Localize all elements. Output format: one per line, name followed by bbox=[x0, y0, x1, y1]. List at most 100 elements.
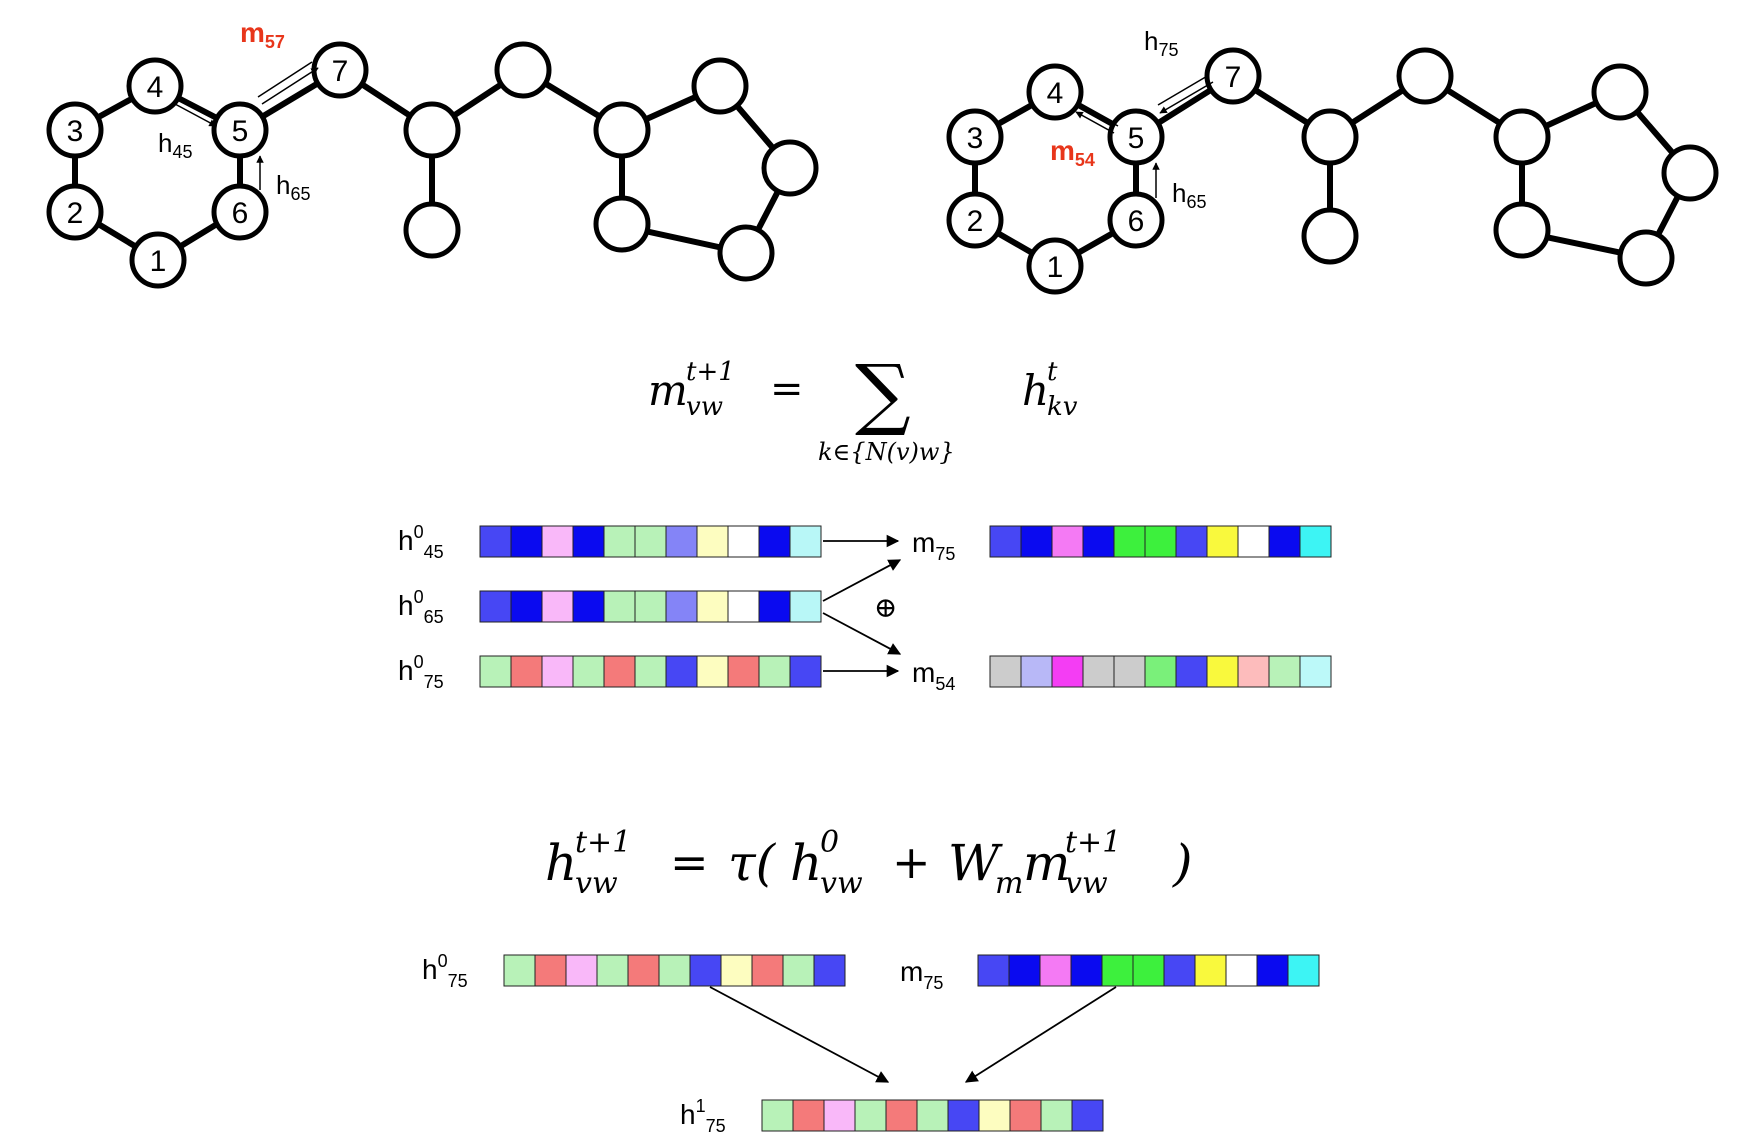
vector-cell bbox=[572, 525, 605, 558]
graph-left-node-7: 7 bbox=[311, 41, 369, 99]
vector-cell bbox=[1206, 525, 1239, 558]
vector-cell bbox=[479, 655, 512, 688]
edge-label-h65: h65 bbox=[276, 170, 311, 204]
eq1-lhs-sub: vw bbox=[686, 392, 723, 422]
eq1-sum-sub: k∈{N(v)w} bbox=[818, 438, 955, 466]
vector-h1-75 bbox=[761, 1099, 1104, 1132]
eq2-close: ) bbox=[1172, 834, 1193, 892]
vector-cell bbox=[1009, 1099, 1042, 1132]
vector-cell bbox=[603, 525, 636, 558]
graph-left-arrow-h45 bbox=[174, 97, 219, 127]
vector-cell bbox=[1040, 1099, 1073, 1132]
vector-cell bbox=[1299, 525, 1332, 558]
vector-cell bbox=[758, 525, 791, 558]
graph-right-node-7: 7 bbox=[1204, 47, 1262, 105]
vector-cell bbox=[854, 1099, 887, 1132]
vector-cell bbox=[789, 590, 822, 623]
arrow-h0-to-h1 bbox=[709, 986, 890, 1083]
vector-cell bbox=[541, 525, 574, 558]
vector-cell bbox=[658, 954, 691, 987]
vector-cell bbox=[1082, 525, 1115, 558]
graph-left-node-h bbox=[717, 224, 775, 282]
graph-right-node-c bbox=[1396, 47, 1454, 105]
vector-cell bbox=[634, 655, 667, 688]
graph-left-node-5: 5 bbox=[211, 101, 269, 159]
graph-left-node-f bbox=[691, 57, 749, 115]
eq2-plus: + bbox=[892, 835, 931, 889]
eq1-rhs-sup: t bbox=[1047, 357, 1058, 387]
node-label: 7 bbox=[332, 55, 349, 88]
graph-right-node-6: 6 bbox=[1107, 191, 1165, 249]
vector-cell bbox=[696, 655, 729, 688]
label-h1-75: h175 bbox=[680, 1096, 726, 1136]
vector-cell bbox=[503, 954, 536, 987]
vector-h0-45 bbox=[479, 525, 822, 558]
eq1-rhs-sub: kv bbox=[1047, 392, 1078, 422]
vector-cell bbox=[727, 525, 760, 558]
vector-cell bbox=[885, 1099, 918, 1132]
vector-cell bbox=[1070, 954, 1103, 987]
eq2-h0-sup: 0 bbox=[820, 825, 839, 860]
eq2-equals: = bbox=[670, 835, 709, 889]
vector-cell bbox=[479, 590, 512, 623]
vector-cell bbox=[596, 954, 629, 987]
oplus-symbol: ⊕ bbox=[874, 591, 897, 624]
vector-cell bbox=[510, 655, 543, 688]
label-h0-75: h075 bbox=[398, 652, 444, 692]
graph-right-node-d bbox=[1493, 108, 1551, 166]
label-h0-45: h045 bbox=[398, 522, 444, 562]
graph-right-node-a bbox=[1301, 108, 1359, 166]
label-m54: m54 bbox=[912, 657, 955, 694]
equation-message: m t+1 vw = ∑ k∈{N(v)w} h t kv bbox=[648, 349, 1078, 466]
vector-cell bbox=[758, 590, 791, 623]
vector-cell bbox=[634, 525, 667, 558]
vector-cell bbox=[1206, 655, 1239, 688]
vector-cell bbox=[813, 954, 846, 987]
vector-cell bbox=[603, 590, 636, 623]
vector-cell bbox=[751, 954, 784, 987]
message-label-m57: m57 bbox=[240, 17, 285, 52]
vectors-block1: h045 h065 h075 m75 m54 ⊕ bbox=[398, 522, 1332, 694]
graph-right-arrow-h75 bbox=[1157, 74, 1214, 114]
node-label: 5 bbox=[232, 115, 249, 148]
vector-cell bbox=[1113, 655, 1146, 688]
vectors-block2: h075 m75 h175 bbox=[422, 951, 1320, 1136]
label-m75: m75 bbox=[912, 527, 955, 564]
eq2-h0: h bbox=[790, 834, 822, 892]
graph-left-node-2: 2 bbox=[46, 183, 104, 241]
vector-cell bbox=[1113, 525, 1146, 558]
vector-cell bbox=[1237, 525, 1270, 558]
vector-cell bbox=[947, 1099, 980, 1132]
node-label: 3 bbox=[967, 122, 984, 155]
eq2-lhs-sup: t+1 bbox=[575, 825, 631, 860]
graph-left-node-a bbox=[403, 101, 461, 159]
vector-cell bbox=[565, 954, 598, 987]
eq2-m-sub: vw bbox=[1065, 866, 1108, 901]
graph-right: 1 2 3 4 5 6 7 h75 m54 h65 bbox=[946, 26, 1719, 295]
vector-cell bbox=[1225, 954, 1258, 987]
graph-left-node-e bbox=[593, 195, 651, 253]
vector-m75-b bbox=[977, 954, 1320, 987]
vector-cell bbox=[792, 1099, 825, 1132]
vector-cell bbox=[510, 590, 543, 623]
edge-label-h65-right: h65 bbox=[1172, 178, 1207, 212]
vector-cell bbox=[665, 590, 698, 623]
vector-cell bbox=[541, 655, 574, 688]
vector-cell bbox=[1175, 655, 1208, 688]
graph-right-node-4: 4 bbox=[1026, 63, 1084, 121]
vector-cell bbox=[1175, 525, 1208, 558]
vector-cell bbox=[1299, 655, 1332, 688]
vector-cell bbox=[572, 655, 605, 688]
graph-left-node-d bbox=[593, 101, 651, 159]
eq1-lhs-sup: t+1 bbox=[686, 357, 735, 387]
eq2-h0-sub: vw bbox=[820, 866, 863, 901]
vector-cell bbox=[1256, 954, 1289, 987]
arrow-h65-to-m75 bbox=[822, 559, 902, 602]
vector-cell bbox=[627, 954, 660, 987]
vector-cell bbox=[634, 590, 667, 623]
vector-cell bbox=[1051, 525, 1084, 558]
graph-right-node-2: 2 bbox=[946, 191, 1004, 249]
message-label-m54: m54 bbox=[1050, 135, 1095, 170]
node-label: 5 bbox=[1128, 122, 1145, 155]
eq1-equals: = bbox=[770, 366, 804, 412]
